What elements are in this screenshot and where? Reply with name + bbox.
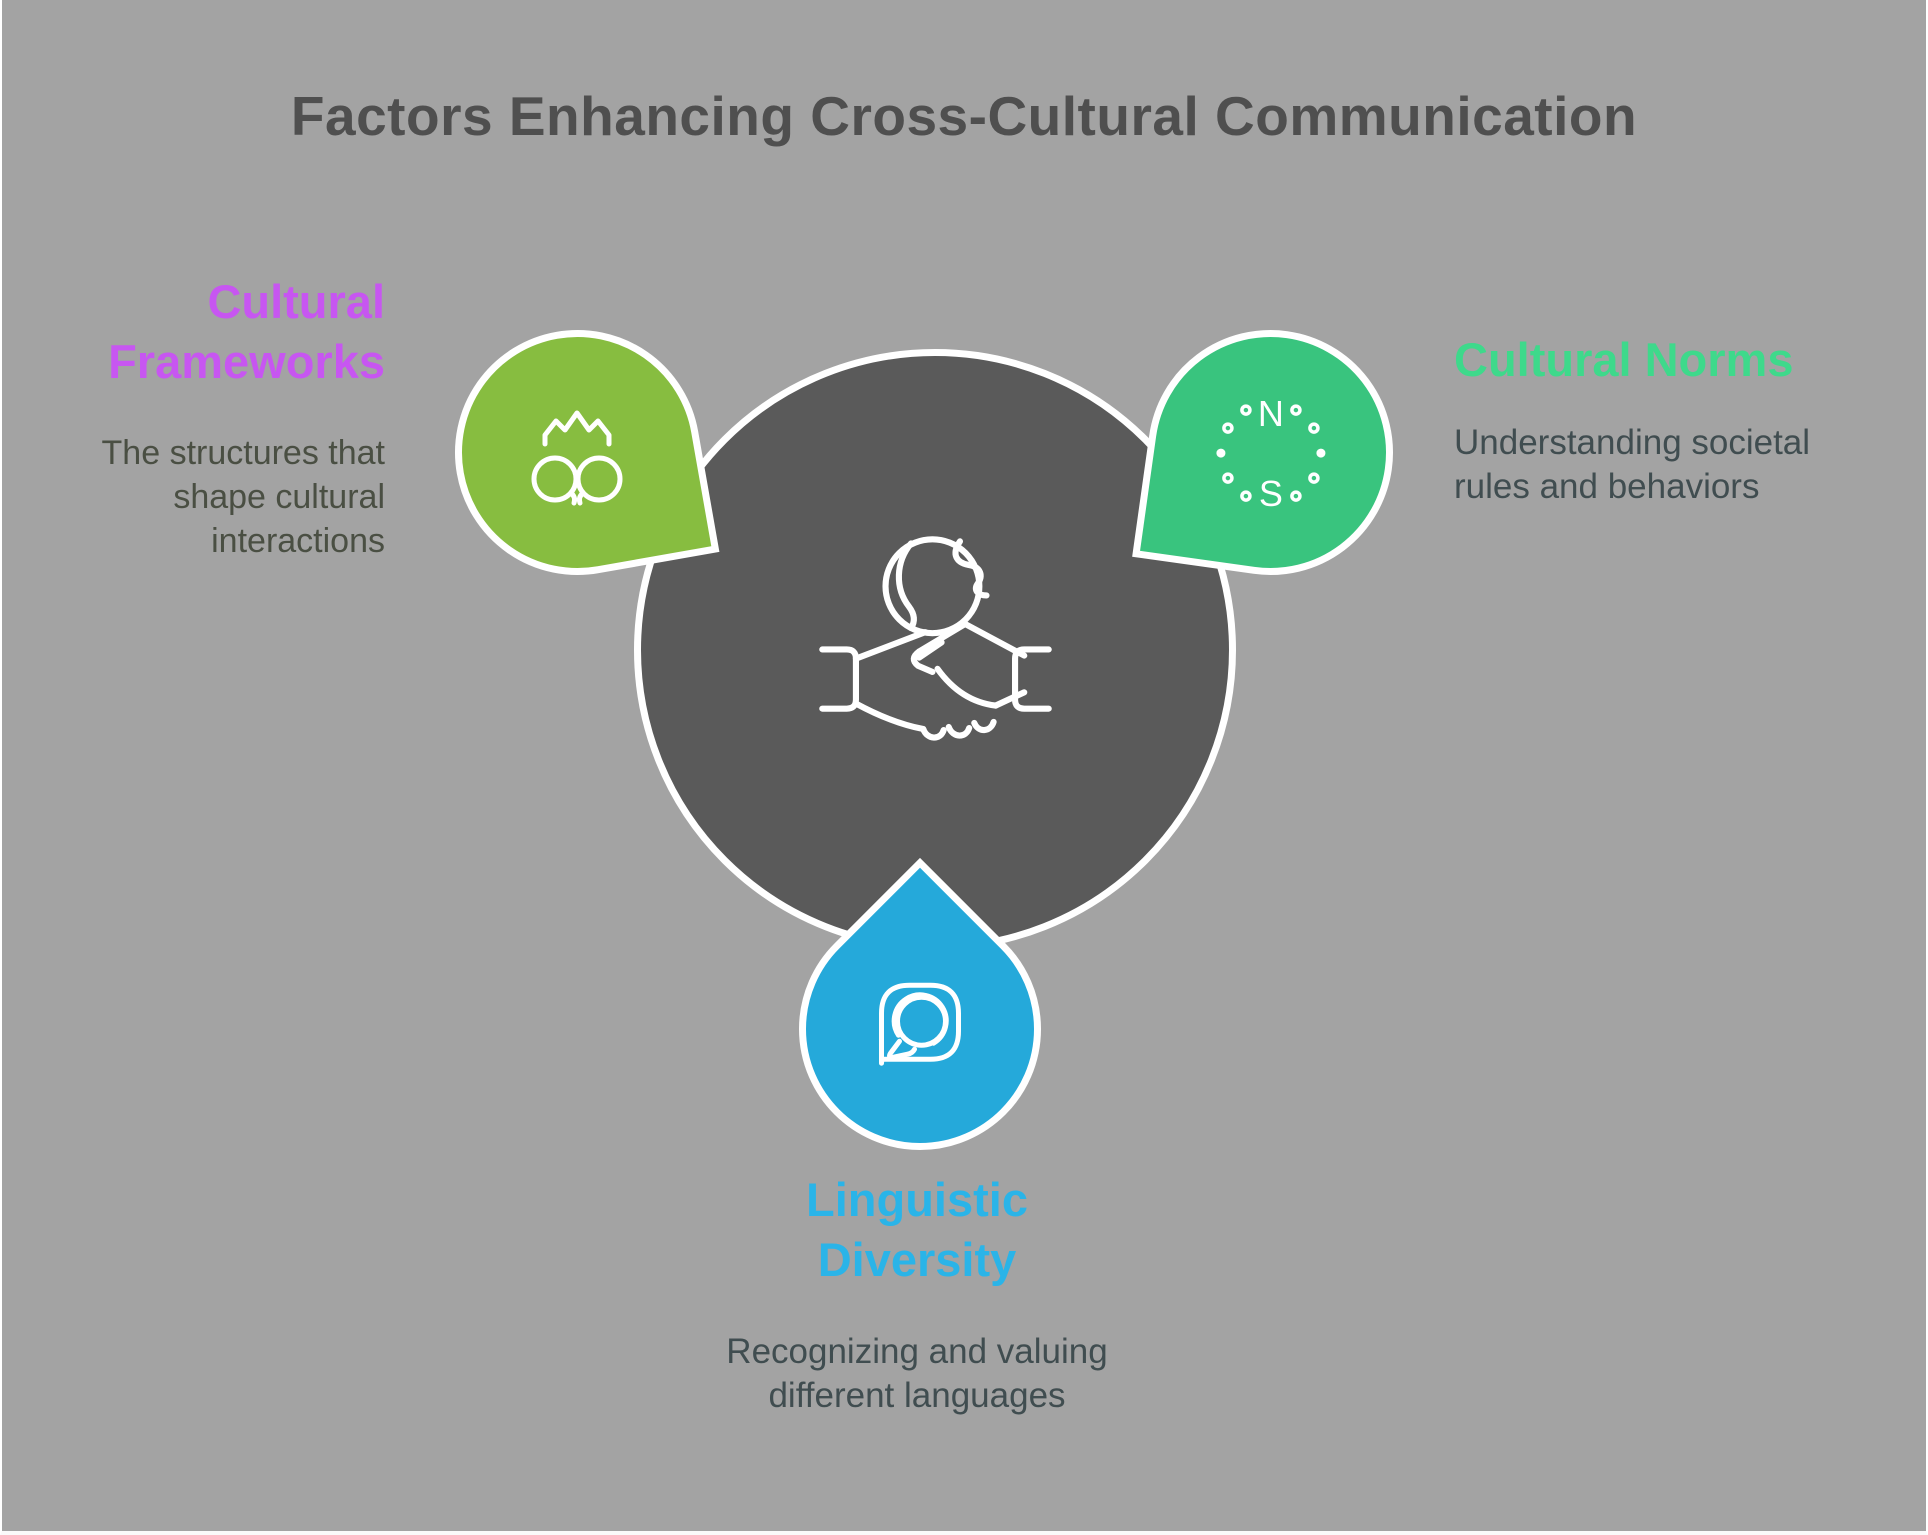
bubble-linguistic-diversity <box>748 857 1092 1201</box>
description-line: different languages <box>768 1376 1066 1415</box>
title-line: Linguistic <box>806 1173 1028 1226</box>
bubble-cultural-norms: N S <box>1132 314 1409 591</box>
description-line: Understanding societal <box>1454 423 1811 462</box>
description-line: Recognizing and valuing <box>726 1332 1108 1371</box>
title-line: Cultural Norms <box>1454 333 1794 386</box>
cultural-frameworks-description: The structures that shape cultural inter… <box>2 431 385 563</box>
hub-circle <box>634 349 1236 951</box>
description-line: shape cultural <box>173 478 385 516</box>
cultural-norms-description: Understanding societal rules and behavio… <box>1454 421 1914 509</box>
cultural-norms-title: Cultural Norms <box>1454 330 1914 390</box>
people-crown-icon <box>531 410 623 506</box>
title-line: Diversity <box>817 1233 1017 1286</box>
compass-north-label: N <box>1258 393 1284 434</box>
compass-icon: N S <box>1216 393 1325 514</box>
linguistic-diversity-title: Linguistic Diversity <box>657 1170 1177 1290</box>
title-line: Cultural <box>207 275 385 328</box>
chat-bubble-pin-icon <box>879 982 961 1065</box>
compass-south-label: S <box>1258 473 1282 514</box>
description-line: rules and behaviors <box>1454 467 1760 506</box>
page-title: Factors Enhancing Cross-Cultural Communi… <box>290 85 1638 147</box>
description-line: The structures that <box>101 434 385 472</box>
compass-east-dot <box>1316 448 1325 457</box>
cultural-frameworks-title: Cultural Frameworks <box>2 272 385 392</box>
linguistic-diversity-description: Recognizing and valuing different langua… <box>607 1330 1227 1418</box>
globe-handshake-icon <box>818 535 1052 741</box>
title-line: Frameworks <box>108 335 385 388</box>
description-line: interactions <box>211 522 385 560</box>
bubble-cultural-frameworks <box>435 310 720 595</box>
compass-west-dot <box>1216 448 1225 457</box>
